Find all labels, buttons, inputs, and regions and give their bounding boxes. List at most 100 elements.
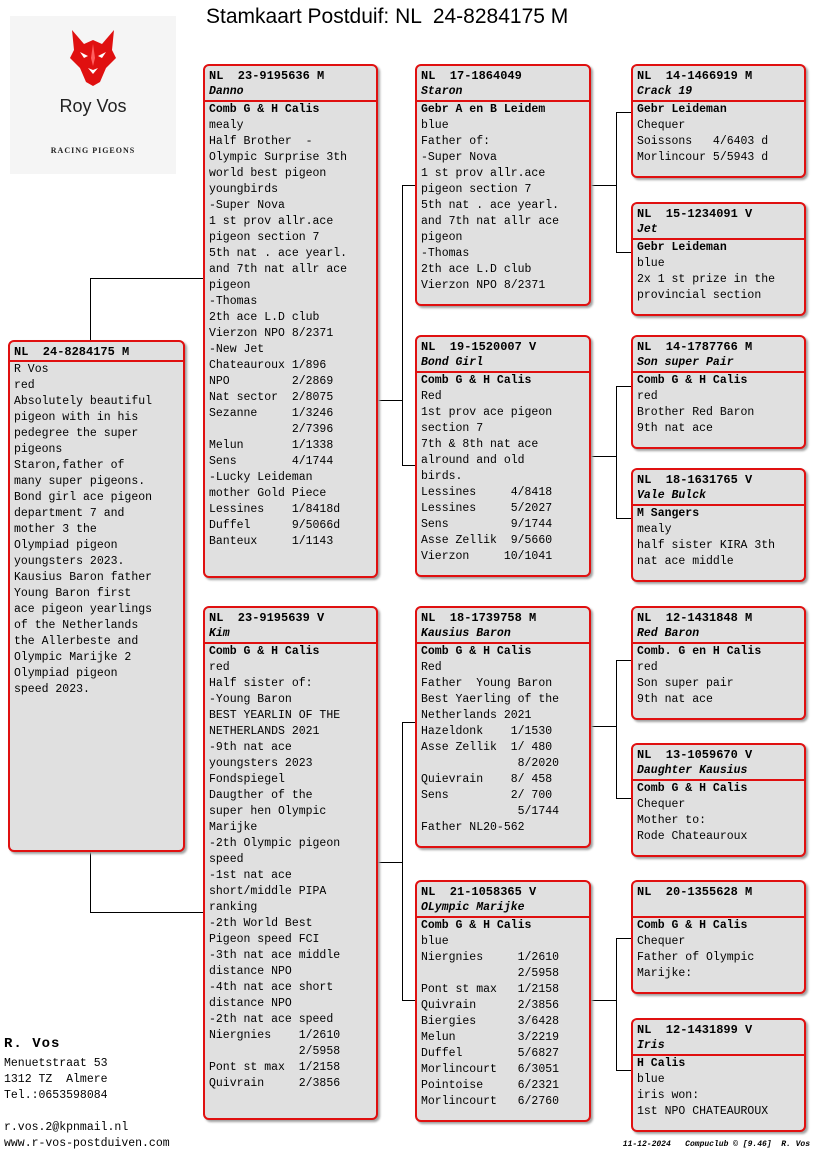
detail-line: blue — [421, 119, 449, 132]
detail-line: -Super Nova — [421, 151, 497, 164]
pigeon-name: Kausius Baron — [421, 627, 511, 640]
connector — [90, 912, 204, 913]
detail-line: birds. — [421, 470, 463, 483]
detail-line: -3th nat ace middle — [209, 949, 341, 962]
detail-line: Red — [421, 390, 442, 403]
detail-line: Absolutely beautiful — [14, 395, 153, 408]
connector — [377, 862, 402, 863]
detail-line: -Young Baron — [209, 693, 292, 706]
detail-line: Duffel 9/5066d — [209, 519, 341, 532]
detail-line: Red — [421, 661, 442, 674]
breeder-address: Menuetstraat 53 — [4, 1057, 108, 1070]
owner: Comb G & H Calis — [209, 645, 320, 658]
breeder-email[interactable]: r.vos.2@kpnmail.nl — [4, 1121, 129, 1134]
detail-line: Marijke: — [637, 967, 693, 980]
detail-line: mother Gold Piece — [209, 487, 327, 500]
detail-line: Chequer — [637, 935, 686, 948]
detail-line: -2th World Best — [209, 917, 313, 930]
owner: Comb. G en H Calis — [637, 645, 762, 658]
detail-line: Daugther of the — [209, 789, 313, 802]
detail-line: short/middle PIPA — [209, 885, 327, 898]
detail-line: Vierzon NPO 8/2371 — [421, 279, 546, 292]
connector — [402, 465, 416, 466]
owner: Comb G & H Calis — [421, 919, 532, 932]
breeder-contact: R. Vos Menuetstraat 53 1312 TZ Almere Te… — [4, 1036, 170, 1152]
detail-line: Olympic Marijke 2 — [14, 651, 132, 664]
detail-line: mealy — [637, 523, 672, 536]
connector — [616, 798, 632, 799]
ring-number: NL 18-1739758 M — [421, 611, 537, 625]
pigeon-name: Vale Bulck — [637, 489, 707, 502]
detail-line: 5/1744 — [421, 805, 560, 818]
connector — [402, 1000, 416, 1001]
detail-line: R Vos — [14, 363, 49, 376]
detail-line: provincial section — [637, 289, 762, 302]
breeder-website[interactable]: www.r-vos-postduiven.com — [4, 1137, 170, 1150]
detail-line: Lessines 1/8418d — [209, 503, 341, 516]
detail-line: Sezanne 1/3246 — [209, 407, 334, 420]
detail-line: 1 st prov allr.ace — [209, 215, 334, 228]
detail-line: pedegree the super — [14, 427, 139, 440]
owner: Comb G & H Calis — [637, 374, 748, 387]
detail-line: nat ace middle — [637, 555, 734, 568]
detail-line: mother 3 the — [14, 523, 97, 536]
detail-line: blue — [637, 257, 665, 270]
detail-line: Sens 9/1744 — [421, 518, 553, 531]
detail-line: Pont st max 1/2158 — [209, 1061, 341, 1074]
connector — [616, 112, 632, 113]
detail-line: Father of: — [421, 135, 491, 148]
connector — [590, 1000, 616, 1001]
detail-line: NPO 2/2869 — [209, 375, 334, 388]
breeder-city: 1312 TZ Almere — [4, 1073, 108, 1086]
connector — [90, 278, 204, 279]
pigeon-name: Bond Girl — [421, 356, 484, 369]
detail-line: super hen Olympic — [209, 805, 327, 818]
detail-line: -Super Nova — [209, 199, 285, 212]
detail-line: Chateauroux 1/896 — [209, 359, 327, 372]
detail-line: Pont st max 1/2158 — [421, 983, 560, 996]
detail-line: Morlincour 5/5943 d — [637, 151, 769, 164]
detail-line: 5th nat . ace yearl. — [421, 199, 560, 212]
detail-line: Sens 2/ 700 — [421, 789, 553, 802]
page-title: Stamkaart Postduif: NL 24-8284175 M — [206, 5, 569, 28]
detail-line: Duffel 5/6827 — [421, 1047, 560, 1060]
detail-line: -Thomas — [421, 247, 470, 260]
connector — [90, 852, 91, 912]
detail-line: BEST YEARLIN OF THE — [209, 709, 341, 722]
connector — [590, 726, 616, 727]
detail-line: Quivrain 2/3856 — [421, 999, 560, 1012]
detail-line: red — [637, 390, 658, 403]
detail-line: Fondspiegel — [209, 773, 285, 786]
detail-line: distance NPO — [209, 965, 292, 978]
detail-line: the Allerbeste and — [14, 635, 139, 648]
detail-line: Vierzon NPO 8/2371 — [209, 327, 334, 340]
detail-line: of the Netherlands — [14, 619, 139, 632]
ring-number: NL 24-8284175 M — [14, 345, 130, 359]
ring-number: NL 21-1058365 V — [421, 885, 537, 899]
pigeon-name: Danno — [209, 85, 244, 98]
detail-line: and 7th nat allr ace — [209, 263, 348, 276]
